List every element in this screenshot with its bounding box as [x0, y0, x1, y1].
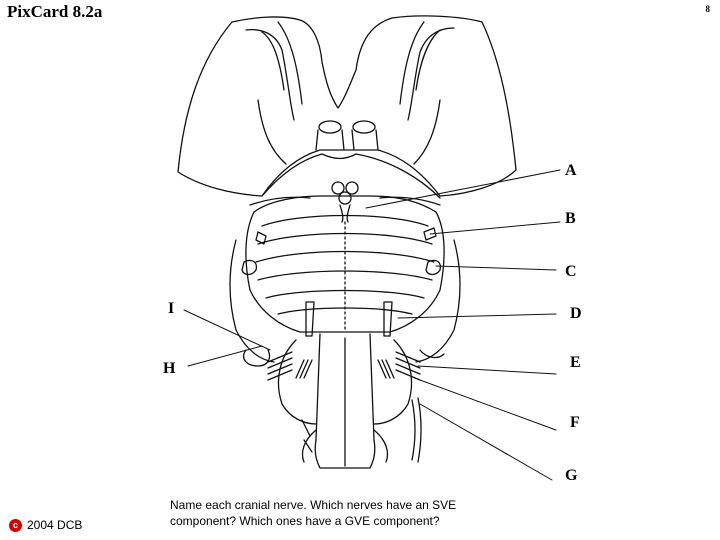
label-i: I — [168, 300, 175, 317]
credit-text: 2004 DCB — [27, 518, 83, 532]
leader-b — [429, 221, 561, 235]
card-title: PixCard 8.2a — [7, 2, 103, 21]
pons — [245, 195, 445, 333]
copyright-credit: c 2004 DCB — [9, 518, 82, 532]
question-line-1: Name each cranial nerve. Which nerves ha… — [170, 498, 457, 512]
medulla — [277, 333, 413, 469]
leader-f — [419, 379, 557, 431]
label-d: D — [570, 305, 582, 322]
question-line-2: component? Which ones have a GVE compone… — [170, 514, 440, 528]
leader-h — [187, 345, 263, 367]
question-text: Name each cranial nerve. Which nerves ha… — [170, 497, 530, 529]
leader-a — [365, 169, 561, 209]
leader-lines — [183, 169, 561, 481]
label-c: C — [565, 263, 577, 280]
leader-e — [417, 365, 557, 375]
label-h: H — [163, 360, 176, 377]
label-e: E — [570, 354, 581, 371]
leader-g — [419, 403, 553, 481]
cerebellum-sides — [229, 239, 461, 367]
thalamus-lobes — [177, 15, 517, 197]
label-a: A — [565, 162, 577, 179]
label-b: B — [565, 210, 576, 227]
label-g: G — [565, 467, 578, 484]
label-f: F — [570, 414, 580, 431]
leader-d — [397, 313, 557, 319]
midbrain — [249, 120, 441, 223]
nerve-roots — [241, 227, 442, 463]
page-number: 8 — [705, 4, 711, 14]
copyright-icon: c — [9, 518, 22, 532]
leader-i — [183, 309, 271, 351]
leader-c — [435, 265, 557, 271]
